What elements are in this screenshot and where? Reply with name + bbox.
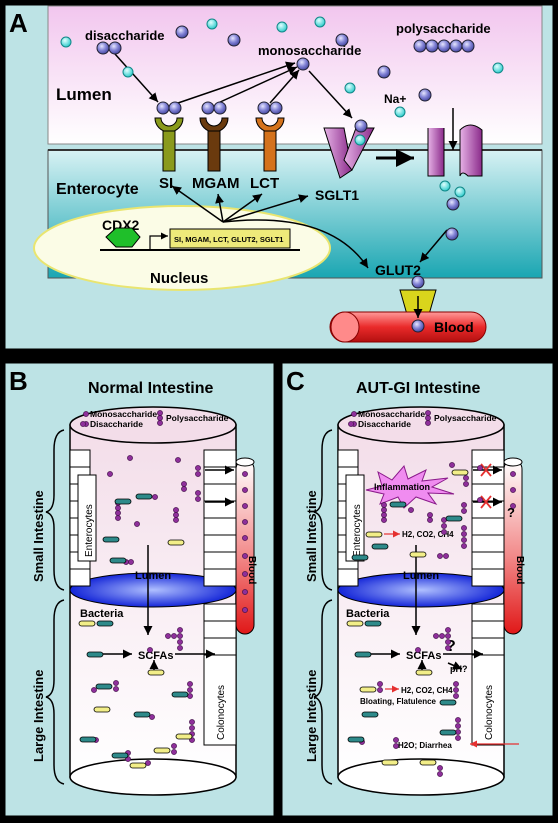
bacteria-label-c: Bacteria: [346, 608, 390, 620]
monosaccharide-label: monosaccharide: [258, 43, 361, 58]
channel: [427, 124, 483, 177]
si-enzyme: [154, 117, 184, 172]
bacteria-label-b: Bacteria: [80, 608, 124, 620]
blood-label-a: Blood: [434, 319, 474, 335]
na-label: Na+: [384, 92, 406, 106]
polysaccharide-label-b: Polysaccharide: [166, 413, 229, 423]
inflammation-label: Inflammation: [374, 482, 430, 492]
lumen-label: Lumen: [56, 85, 112, 104]
glut2-label: GLUT2: [375, 262, 421, 278]
disaccharide-label: disaccharide: [85, 28, 165, 43]
panel-c-letter: C: [286, 366, 305, 396]
sugars-b: [80, 410, 248, 766]
monosaccharide-label-c: Monosaccharide: [358, 409, 425, 419]
panel-b: B Normal Intestine Enterocytes Colonocyt…: [2, 360, 277, 819]
enterocyte-label: Enterocyte: [56, 181, 139, 198]
large-intestine-label-b: Large Intestine: [31, 670, 46, 762]
colonocytes-label-c: Colonocytes: [484, 685, 495, 740]
question-blood: ?: [507, 505, 515, 520]
panel-a: A Lumen Enterocyte Nucleus CDX2 SI, MGAM…: [2, 2, 556, 352]
sugars-a: [96, 25, 475, 333]
enterocytes-box-c: [345, 474, 365, 562]
sglt1-transporter: [323, 127, 375, 179]
disaccharide-label-b: Disaccharide: [90, 419, 143, 429]
gene-box-label: SI, MGAM, LCT, GLUT2, SGLT1: [174, 235, 283, 244]
blood-vessel-a: [329, 311, 487, 343]
sugars-c: [348, 410, 516, 777]
mgam-label: MGAM: [192, 175, 240, 192]
panel-c: C AUT-GI Intestine Enterocytes Colonocyt…: [279, 360, 556, 819]
question-scfa: ?: [446, 638, 456, 655]
si-label: SI: [159, 175, 173, 192]
lct-enzyme: [255, 117, 285, 172]
blood-label-c: Blood: [514, 556, 525, 584]
panel-c-title: AUT-GI Intestine: [356, 380, 481, 397]
small-intestine-label-b: Small Intestine: [31, 490, 46, 582]
disaccharide-label-c: Disaccharide: [358, 419, 411, 429]
na-ions-a: [60, 16, 504, 198]
bacteria-c: [346, 469, 469, 766]
sglt1-label: SGLT1: [315, 187, 359, 203]
polysaccharide-label: polysaccharide: [396, 21, 491, 36]
small-intestine-label-c: Small Intestine: [304, 490, 319, 582]
bacteria-b: [78, 493, 193, 769]
scfas-label-b: SCFAs: [138, 650, 173, 662]
enterocytes-box-b: [77, 474, 97, 562]
panel-b-letter: B: [9, 366, 28, 396]
polysaccharide-label-c: Polysaccharide: [434, 413, 497, 423]
gas-label-large: H2, CO2, CH4: [401, 686, 453, 695]
lct-label: LCT: [250, 175, 279, 192]
blood-vessel-c: [503, 459, 523, 635]
colonocytes-label-b: Colonocytes: [216, 685, 227, 740]
scfas-label-c: SCFAs: [406, 650, 441, 662]
lumen-label-c: Lumen: [403, 570, 439, 582]
nucleus-label: Nucleus: [150, 270, 208, 287]
enterocytes-label-b: Enterocytes: [84, 504, 95, 557]
diarrhea-label: H2O; Diarrhea: [398, 741, 452, 750]
block-marks: [480, 463, 492, 509]
cdx2-shape: [105, 227, 141, 248]
mgam-enzyme: [199, 117, 229, 172]
inflammation-burst: [365, 464, 455, 509]
bloating-label: Bloating, Flatulence: [360, 697, 437, 706]
monosaccharide-label-b: Monosaccharide: [90, 409, 157, 419]
panel-a-letter: A: [9, 8, 28, 38]
large-intestine-label-c: Large Intestine: [304, 670, 319, 762]
panel-b-title: Normal Intestine: [88, 380, 213, 397]
blood-label-b: Blood: [246, 556, 257, 584]
enterocytes-label-c: Enterocytes: [352, 504, 363, 557]
lumen-label-b: Lumen: [135, 570, 171, 582]
gene-box: [169, 228, 291, 249]
gas-label-small: H2, CO2, CH4: [402, 530, 454, 539]
